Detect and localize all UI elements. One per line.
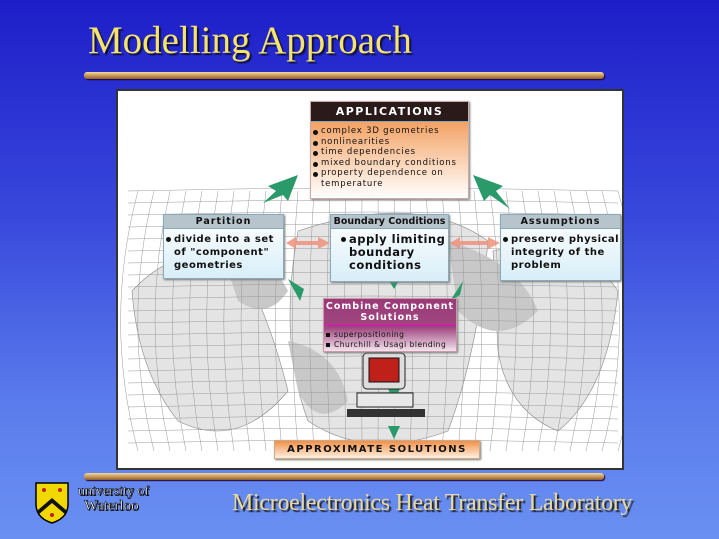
list-item: divide into a set of "component" geometr…	[166, 233, 283, 272]
list-item: nonlinearities	[313, 137, 468, 148]
list-item: complex 3D geometries	[313, 126, 468, 137]
university-crest-logo	[35, 482, 69, 524]
applications-list: complex 3D geometries nonlinearities tim…	[311, 126, 468, 189]
university-line2: Waterloo	[84, 498, 139, 514]
boundary-header: Boundary Conditions	[331, 215, 448, 229]
list-item: preserve physical integrity of the probl…	[503, 234, 620, 271]
list-item: property dependence on temperature	[313, 168, 468, 189]
assumptions-header: Assumptions	[501, 215, 620, 229]
list-item: time dependencies	[313, 147, 468, 158]
arrow-icon	[263, 175, 298, 203]
applications-box: APPLICATIONS complex 3D geometries nonli…	[310, 101, 469, 199]
applications-header: APPLICATIONS	[311, 102, 468, 122]
footer-divider	[84, 473, 604, 480]
university-line1: university of	[78, 484, 150, 499]
diagram-panel: APPLICATIONS complex 3D geometries nonli…	[116, 89, 624, 470]
arrow-icon	[473, 175, 510, 209]
combine-header: Combine Component Solutions	[324, 299, 456, 326]
approximate-solutions-box: APPROXIMATE SOLUTIONS	[274, 440, 480, 459]
slide-title: Modelling Approach	[88, 19, 412, 62]
list-item: superpositioning	[326, 330, 456, 340]
title-divider	[84, 72, 604, 79]
list-item: apply limiting boundary conditions	[341, 233, 448, 272]
list-item: Churchill & Usagi blending	[326, 340, 456, 350]
university-wordmark: university of Waterloo	[78, 484, 150, 514]
partition-box: Partition divide into a set of "componen…	[163, 214, 284, 279]
computer-icon	[347, 352, 425, 417]
partition-header: Partition	[164, 215, 283, 229]
combine-solutions-box: Combine Component Solutions superpositio…	[323, 298, 457, 352]
lab-name: Microelectronics Heat Transfer Laborator…	[232, 490, 633, 516]
assumptions-box: Assumptions preserve physical integrity …	[500, 214, 621, 281]
boundary-conditions-box: Boundary Conditions apply limiting bound…	[330, 214, 449, 282]
list-item: mixed boundary conditions	[313, 158, 468, 169]
